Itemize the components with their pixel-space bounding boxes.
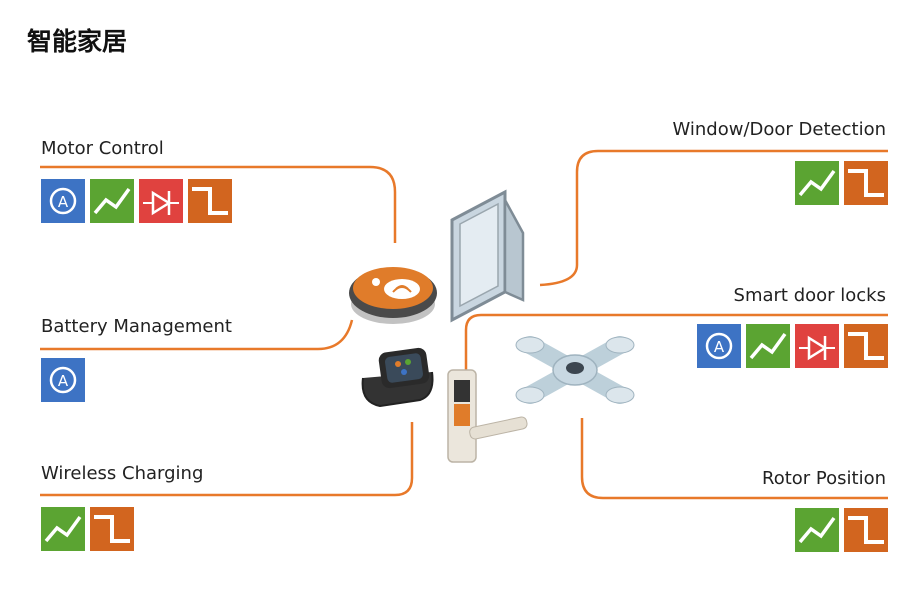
connector-smart-door-locks — [464, 313, 888, 372]
trend-line-icon — [41, 507, 85, 551]
connector-window-door — [539, 149, 888, 287]
trend-line-icon — [746, 324, 790, 368]
trend-line-icon — [90, 179, 134, 223]
robot-vacuum-illustration — [349, 267, 437, 324]
analog-icon: A — [41, 358, 85, 402]
drone-illustration — [515, 336, 635, 404]
glass-door-illustration — [450, 189, 525, 323]
smart-lock-illustration — [447, 369, 528, 463]
diode-icon — [795, 324, 839, 368]
icons-motor-control: A — [41, 179, 232, 223]
connector-wireless-charging — [40, 422, 414, 497]
diode-icon — [139, 179, 183, 223]
label-rotor-position: Rotor Position — [762, 468, 886, 489]
svg-text:A: A — [58, 193, 69, 211]
pulse-wave-icon — [844, 508, 888, 552]
connector-rotor-position — [580, 418, 888, 500]
label-window-door-detection: Window/Door Detection — [672, 119, 887, 140]
pulse-wave-icon — [844, 161, 888, 205]
label-battery-management: Battery Management — [41, 316, 232, 337]
analog-icon: A — [41, 179, 85, 223]
smartwatch-illustration — [361, 347, 434, 408]
icons-battery-management: A — [41, 358, 85, 402]
icons-window-door-detection — [795, 161, 888, 205]
pulse-wave-icon — [188, 179, 232, 223]
label-wireless-charging: Wireless Charging — [41, 463, 204, 484]
label-smart-door-locks: Smart door locks — [733, 285, 886, 306]
connector-battery-management — [40, 319, 354, 351]
icons-rotor-position — [795, 508, 888, 552]
trend-line-icon — [795, 161, 839, 205]
page-title: 智能家居 — [27, 27, 128, 56]
analog-icon: A — [697, 324, 741, 368]
icons-wireless-charging — [41, 507, 134, 551]
pulse-wave-icon — [844, 324, 888, 368]
trend-line-icon — [795, 508, 839, 552]
pulse-wave-icon — [90, 507, 134, 551]
icons-smart-door-locks: A — [697, 324, 888, 368]
label-motor-control: Motor Control — [41, 138, 164, 159]
svg-text:A: A — [58, 372, 69, 390]
connector-motor-control — [40, 165, 397, 243]
svg-text:A: A — [714, 338, 725, 356]
